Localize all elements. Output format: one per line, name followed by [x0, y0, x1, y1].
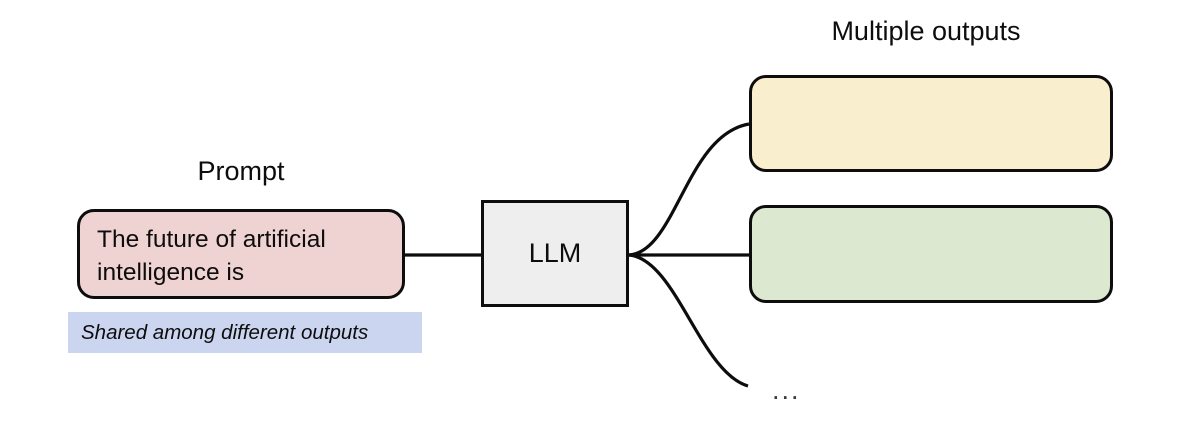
edge-llm-to-output-1 [628, 122, 750, 257]
output-box-1[interactable] [749, 75, 1113, 172]
llm-box[interactable]: LLM [481, 200, 629, 307]
prompt-text-line-1: The future of artificial [97, 226, 326, 253]
prompt-box[interactable]: The future of artificial intelligence is [77, 209, 405, 299]
shared-among-outputs-note: Shared among different outputs [68, 312, 422, 353]
edge-llm-to-ellipsis [628, 253, 749, 388]
prompt-section-label: Prompt [197, 156, 285, 186]
prompt-text-line-2: intelligence is [97, 259, 245, 287]
more-outputs-ellipsis: ... [772, 375, 801, 405]
llm-box-label: LLM [528, 238, 582, 268]
output-box-2[interactable] [749, 205, 1113, 303]
shared-among-outputs-note-text: Shared among different outputs [81, 320, 369, 344]
outputs-section-label: Multiple outputs [831, 16, 1021, 46]
